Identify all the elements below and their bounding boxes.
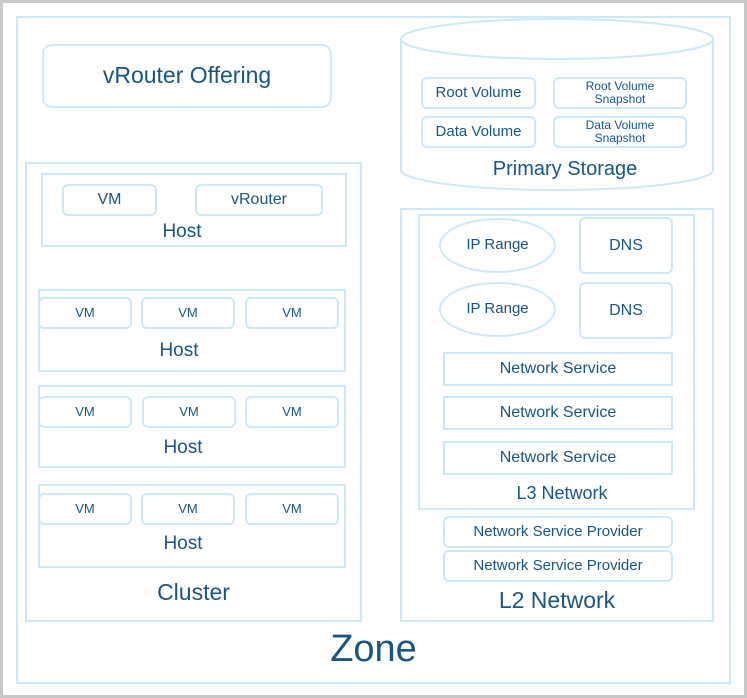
root-volume-snapshot-box: Root Volume Snapshot — [553, 77, 687, 109]
dns-label: DNS — [609, 301, 643, 319]
vm-box: VM — [38, 493, 132, 525]
vm-box: VM — [245, 493, 339, 525]
vm-label: VM — [282, 500, 302, 516]
host-label: Host — [163, 437, 203, 458]
vm-box: VM — [38, 396, 132, 428]
vm-box: VM — [62, 184, 157, 216]
network-service-provider-box: Network Service Provider — [443, 550, 673, 582]
l2-network-label: L2 Network — [498, 587, 616, 613]
zone-label: Zone — [330, 628, 417, 670]
vrouter-offering-box: vRouter Offering — [42, 44, 332, 108]
primary-storage-label: Primary Storage — [492, 158, 638, 180]
vrouter-offering-label: vRouter Offering — [102, 62, 272, 89]
ip-range-ellipse: IP Range — [439, 218, 556, 273]
data-volume-snapshot-label: Data Volume Snapshot — [585, 117, 655, 145]
network-service-label: Network Service — [499, 404, 617, 422]
root-volume-snapshot-label: Root Volume Snapshot — [585, 78, 655, 106]
dns-box: DNS — [579, 217, 673, 274]
zone-box — [16, 16, 731, 684]
data-volume-snapshot-box: Data Volume Snapshot — [553, 116, 687, 148]
vm-label: VM — [97, 191, 122, 209]
network-service-box: Network Service — [443, 352, 673, 386]
vm-label: VM — [75, 500, 95, 516]
root-volume-label: Root Volume — [435, 83, 522, 101]
vm-label: VM — [282, 304, 302, 320]
ip-range-ellipse: IP Range — [439, 282, 556, 337]
dns-label: DNS — [609, 236, 643, 254]
vm-label: VM — [178, 304, 198, 320]
vm-label: VM — [178, 500, 198, 516]
data-volume-box: Data Volume — [421, 116, 536, 148]
ip-range-label: IP Range — [466, 300, 529, 318]
vm-label: VM — [75, 304, 95, 320]
network-service-provider-label: Network Service Provider — [473, 556, 643, 574]
vm-label: VM — [179, 403, 199, 419]
host-label: Host — [159, 340, 199, 361]
l3-network-label: L3 Network — [516, 483, 608, 503]
network-service-box: Network Service — [443, 396, 673, 430]
vm-box: VM — [142, 396, 236, 428]
data-volume-label: Data Volume — [435, 122, 522, 140]
network-service-box: Network Service — [443, 441, 673, 475]
ip-range-label: IP Range — [466, 236, 529, 254]
vm-box: VM — [141, 493, 235, 525]
vm-box: VM — [141, 297, 235, 329]
vrouter-label: vRouter — [230, 191, 288, 209]
cluster-label: Cluster — [157, 579, 230, 605]
vm-label: VM — [75, 403, 95, 419]
vm-label: VM — [282, 403, 302, 419]
vm-box: VM — [245, 396, 339, 428]
vm-box: VM — [245, 297, 339, 329]
network-service-label: Network Service — [499, 360, 617, 378]
host-label: Host — [163, 533, 203, 554]
network-service-provider-label: Network Service Provider — [473, 522, 643, 540]
vrouter-box: vRouter — [195, 184, 323, 216]
dns-box: DNS — [579, 282, 673, 339]
host-label: Host — [162, 221, 202, 242]
network-service-label: Network Service — [499, 449, 617, 467]
root-volume-box: Root Volume — [421, 77, 536, 109]
primary-storage-cylinder — [400, 18, 714, 191]
network-service-provider-box: Network Service Provider — [443, 516, 673, 548]
vm-box: VM — [38, 297, 132, 329]
